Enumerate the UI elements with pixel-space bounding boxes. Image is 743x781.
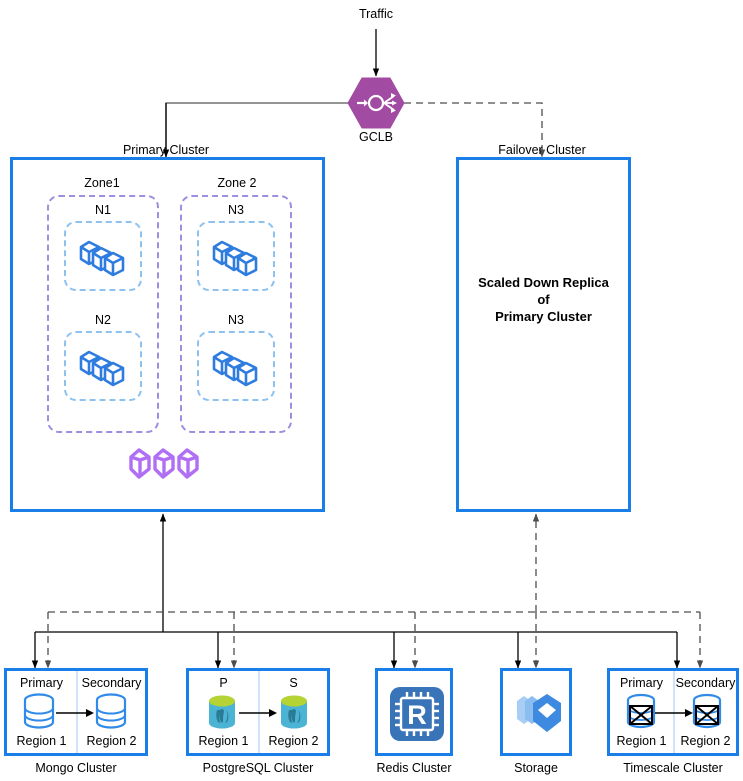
postgres-db-icon-secondary xyxy=(281,695,307,729)
node-n1-box xyxy=(64,221,142,291)
failover-line-2: of xyxy=(537,292,550,307)
zone2-label: Zone 2 xyxy=(217,176,257,190)
mongo-db-icon-primary xyxy=(23,693,55,729)
postgres-secondary-role: S xyxy=(289,676,298,690)
node-n3a-label: N3 xyxy=(228,203,244,217)
node-n1-label: N1 xyxy=(95,203,111,217)
timescale-secondary-role: Secondary xyxy=(675,676,736,690)
mongo-replication-arrow xyxy=(56,709,94,717)
mongo-primary-region: Region 1 xyxy=(16,734,67,748)
failover-line-1: Scaled Down Replica xyxy=(478,275,609,290)
purple-hex-pods-icon xyxy=(127,446,205,482)
timescale-db-icon-primary xyxy=(626,693,656,729)
timescale-replication-arrow xyxy=(655,709,693,717)
postgres-db-icon-primary xyxy=(209,695,235,729)
pods-icon-n2 xyxy=(76,343,130,389)
postgres-secondary-region: Region 2 xyxy=(268,734,319,748)
node-n3b-label: N3 xyxy=(228,313,244,327)
zone1-label: Zone1 xyxy=(84,176,120,190)
node-n3b-box xyxy=(197,331,275,401)
mongo-secondary-region: Region 2 xyxy=(86,734,137,748)
node-n2-label: N2 xyxy=(95,313,111,327)
postgres-primary-region: Region 1 xyxy=(198,734,249,748)
gclb-node[interactable] xyxy=(347,76,405,130)
pods-icon-n1 xyxy=(76,233,130,279)
zone1-box xyxy=(47,195,159,433)
mongo-cluster-caption: Mongo Cluster xyxy=(35,761,117,775)
postgres-replication-arrow xyxy=(239,709,277,717)
node-n2-box xyxy=(64,331,142,401)
mongo-divider xyxy=(76,671,78,753)
postgres-cluster-caption: PostgreSQL Cluster xyxy=(202,761,314,775)
pods-icon-n3b xyxy=(209,343,263,389)
redis-cluster-box[interactable]: R xyxy=(375,668,453,756)
mongo-primary-role: Primary xyxy=(19,676,64,690)
failover-line-3: Primary Cluster xyxy=(495,309,592,324)
timescale-cluster-box[interactable]: Primary Secondary Region 1 Region 2 xyxy=(607,668,739,756)
storage-caption: Storage xyxy=(514,761,558,775)
load-balancer-icon xyxy=(347,77,405,129)
timescale-primary-role: Primary xyxy=(619,676,664,690)
storage-box[interactable] xyxy=(500,668,572,756)
zone2-box xyxy=(180,195,292,433)
traffic-label: Traffic xyxy=(358,7,394,21)
bus-dashed xyxy=(44,611,704,669)
timescale-primary-region: Region 1 xyxy=(616,734,667,748)
bus-solid xyxy=(31,631,681,669)
failover-cluster-label: Failover Cluster xyxy=(498,143,586,157)
postgres-primary-role: P xyxy=(219,676,228,690)
node-n3a-box xyxy=(197,221,275,291)
postgres-divider xyxy=(258,671,260,753)
mongo-db-icon-secondary xyxy=(95,693,127,729)
storage-cube-icon xyxy=(517,694,561,732)
redis-cluster-caption: Redis Cluster xyxy=(376,761,452,775)
failover-cluster-box[interactable]: Scaled Down Replica of Primary Cluster xyxy=(456,157,631,512)
mongo-secondary-role: Secondary xyxy=(81,676,142,690)
pods-icon-n3a xyxy=(209,233,263,279)
timescale-divider xyxy=(673,671,675,753)
timescale-db-icon-secondary xyxy=(692,693,722,729)
redis-chip-icon: R xyxy=(390,687,444,741)
primary-cluster-label: Primary Cluster xyxy=(122,143,210,157)
mongo-cluster-box[interactable]: Primary Secondary Region 1 Region 2 xyxy=(4,668,148,756)
gclb-label: GCLB xyxy=(358,130,394,144)
postgres-cluster-box[interactable]: P S Region 1 Region 2 xyxy=(186,668,330,756)
timescale-secondary-region: Region 2 xyxy=(680,734,731,748)
svg-text:R: R xyxy=(407,700,427,730)
timescale-cluster-caption: Timescale Cluster xyxy=(623,761,723,775)
